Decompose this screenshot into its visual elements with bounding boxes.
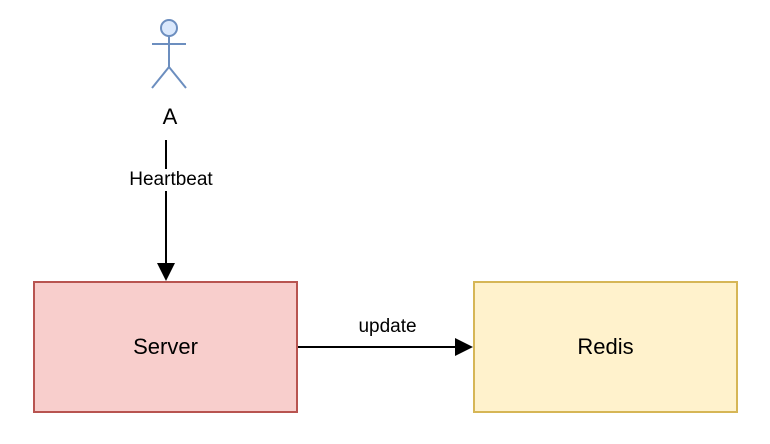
actor-right-leg [168,66,187,89]
update-arrow [298,338,473,356]
heartbeat-label: Heartbeat [115,169,227,191]
redis-node[interactable]: Redis [473,281,738,413]
actor-label: A [162,104,178,129]
actor-figure-icon [151,19,187,89]
server-node[interactable]: Server [33,281,298,413]
update-label: update [358,316,417,337]
heartbeat-arrowhead-icon [157,263,175,281]
actor-left-leg [151,66,170,89]
server-node-label: Server [133,334,198,359]
heartbeat-arrow [157,140,175,281]
redis-node-label: Redis [577,334,634,359]
update-arrowhead-icon [455,338,473,356]
actor-head [160,19,178,37]
